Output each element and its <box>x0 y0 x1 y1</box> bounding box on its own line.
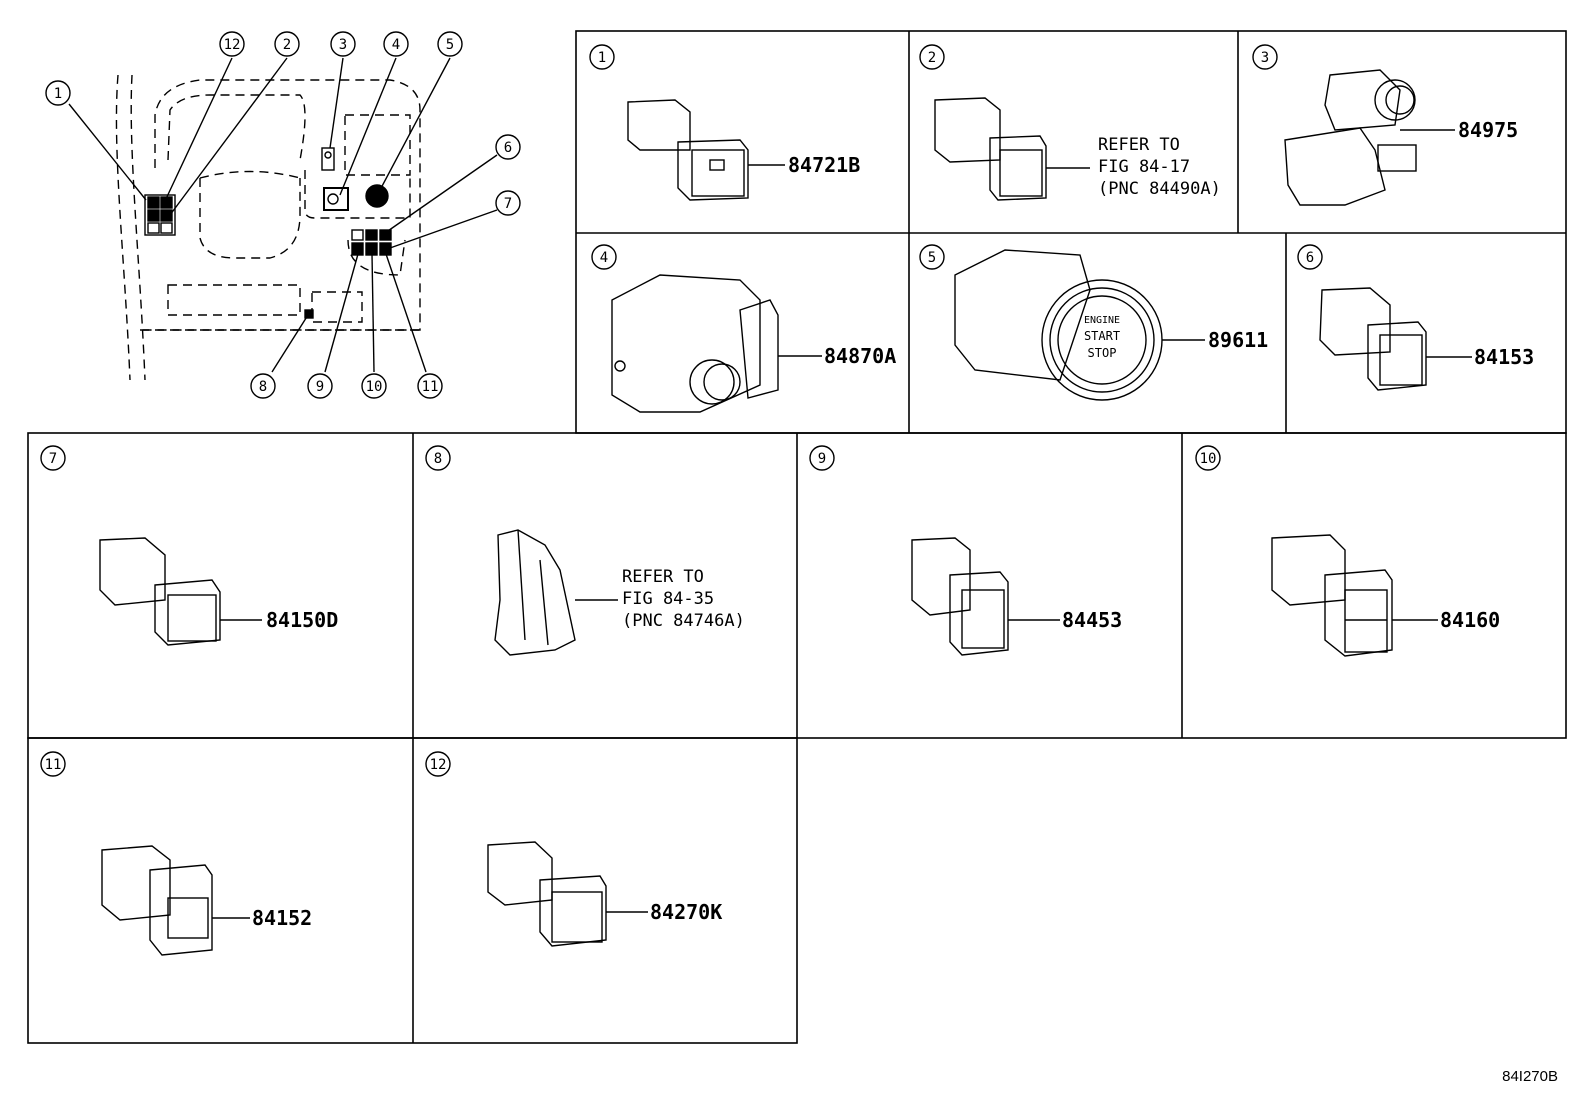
callout-9: 9 <box>307 373 333 399</box>
svg-text:1: 1 <box>54 86 62 102</box>
refer-line-3: (PNC 84490A) <box>1098 179 1221 199</box>
switch-84270k-icon <box>487 841 607 947</box>
start-button-text-1: ENGINE <box>1084 315 1120 326</box>
panel-4: 4 84870A <box>591 244 896 413</box>
callout-12: 12 <box>219 31 245 57</box>
svg-text:9: 9 <box>316 379 324 395</box>
part-number: 89611 <box>1208 328 1268 352</box>
refer-line-2: FIG 84-17 <box>1098 157 1190 177</box>
panel-number: 12 <box>430 757 447 773</box>
panel-3: 3 84975 <box>1252 44 1518 206</box>
panel-1: 1 84721B <box>589 44 860 201</box>
switch-84721b-icon <box>627 99 749 201</box>
part-number: 84153 <box>1474 345 1534 369</box>
callout-8: 8 <box>250 373 276 399</box>
switch-84870a-icon <box>611 274 779 413</box>
panel-number: 3 <box>1261 50 1269 66</box>
callout-2: 2 <box>274 31 300 57</box>
panel-11: 11 84152 <box>40 751 312 956</box>
callout-4: 4 <box>383 31 409 57</box>
panel-8: 8 REFER TO FIG 84-35 (PNC 84746A) <box>425 445 745 656</box>
svg-text:11: 11 <box>422 379 439 395</box>
engine-start-button-icon: ENGINE START STOP <box>954 249 1163 401</box>
part-number: 84721B <box>788 153 860 177</box>
callout-6: 6 <box>495 134 521 160</box>
start-button-text-3: STOP <box>1088 346 1117 360</box>
switch-84490a-icon <box>934 97 1047 201</box>
figure-code: 84I270B <box>1502 1068 1558 1085</box>
panel-number: 1 <box>598 50 606 66</box>
switch-84153-icon <box>1319 287 1427 391</box>
svg-text:7: 7 <box>504 196 512 212</box>
svg-text:2: 2 <box>283 37 291 53</box>
panel-2: 2 REFER TO FIG 84-17 (PNC 84490A) <box>919 44 1221 201</box>
panel-10: 10 84160 <box>1195 445 1500 657</box>
connector-84746a-icon <box>494 529 576 656</box>
part-number: 84150D <box>266 608 338 632</box>
switch-84150d-icon <box>99 537 221 646</box>
switch-84975-icon <box>1284 69 1417 206</box>
switch-84152-icon <box>101 845 213 956</box>
refer-line-3: (PNC 84746A) <box>622 611 745 631</box>
switch-84453-icon <box>911 537 1009 656</box>
refer-line-1: REFER TO <box>1098 135 1180 155</box>
callout-7: 7 <box>495 190 521 216</box>
panel-number: 5 <box>928 250 936 266</box>
callout-10: 10 <box>361 373 387 399</box>
panel-7: 7 84150D <box>40 445 338 646</box>
svg-text:8: 8 <box>259 379 267 395</box>
panel-number: 6 <box>1306 250 1314 266</box>
panel-5: 5 ENGINE START STOP 89611 <box>919 244 1268 401</box>
svg-text:6: 6 <box>504 140 512 156</box>
callout-11: 11 <box>417 373 443 399</box>
switch-84160-icon <box>1271 534 1393 657</box>
panel-6: 6 84153 <box>1297 244 1534 391</box>
svg-text:12: 12 <box>224 37 241 53</box>
callout-1: 1 <box>45 80 71 106</box>
svg-text:4: 4 <box>392 37 400 53</box>
refer-line-2: FIG 84-35 <box>622 589 714 609</box>
panel-number: 4 <box>600 250 608 266</box>
panel-9: 9 84453 <box>809 445 1122 656</box>
start-button-text-2: START <box>1084 329 1120 343</box>
part-number: 84975 <box>1458 118 1518 142</box>
panel-12: 12 84270K <box>425 751 722 947</box>
part-number: 84453 <box>1062 608 1122 632</box>
part-number: 84270K <box>650 900 722 924</box>
panel-number: 8 <box>434 451 442 467</box>
svg-text:10: 10 <box>366 379 383 395</box>
panel-grid <box>27 30 1567 1044</box>
dashboard-overview: 1 12 2 3 4 5 6 7 8 9 10 11 <box>45 31 521 399</box>
callout-3: 3 <box>330 31 356 57</box>
panel-number: 9 <box>818 451 826 467</box>
refer-line-1: REFER TO <box>622 567 704 587</box>
panel-number: 10 <box>1200 451 1217 467</box>
part-number: 84160 <box>1440 608 1500 632</box>
panel-number: 7 <box>49 451 57 467</box>
part-number: 84152 <box>252 906 312 930</box>
svg-text:3: 3 <box>339 37 347 53</box>
panel-number: 11 <box>45 757 62 773</box>
panel-number: 2 <box>928 50 936 66</box>
svg-text:5: 5 <box>446 37 454 53</box>
part-number: 84870A <box>824 344 896 368</box>
callout-5: 5 <box>437 31 463 57</box>
